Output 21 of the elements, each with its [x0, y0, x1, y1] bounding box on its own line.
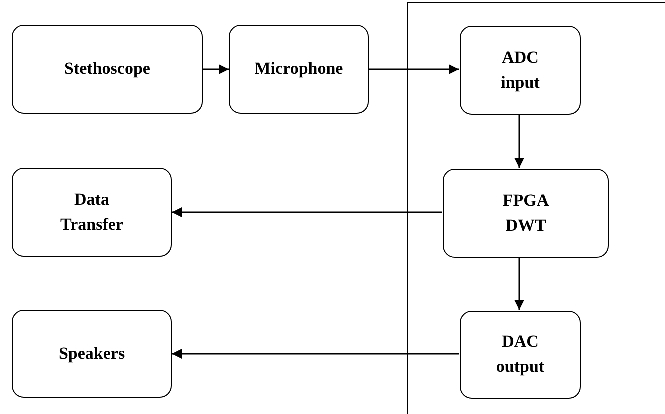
- arrow: [172, 349, 459, 359]
- process-box: [12, 168, 172, 257]
- arrow: [369, 64, 459, 74]
- box-label: DAC output: [495, 331, 546, 378]
- box-label: Data Transfer: [60, 188, 124, 236]
- process-box: [443, 169, 609, 258]
- box-label: Stethoscope: [64, 58, 150, 80]
- box-label: FPGA DWT: [502, 190, 550, 236]
- arrow: [172, 208, 442, 218]
- process-box: [12, 310, 172, 398]
- process-box: [460, 311, 581, 399]
- board-frame: [407, 2, 665, 414]
- process-box: [229, 25, 369, 114]
- arrow: [514, 114, 524, 168]
- arrow: [514, 257, 524, 310]
- process-box: [460, 26, 581, 115]
- box-label: Speakers: [58, 342, 126, 365]
- arrow: [203, 64, 229, 74]
- box-label: Microphone: [254, 58, 344, 80]
- process-box: [12, 25, 203, 114]
- box-label: ADC input: [500, 46, 541, 94]
